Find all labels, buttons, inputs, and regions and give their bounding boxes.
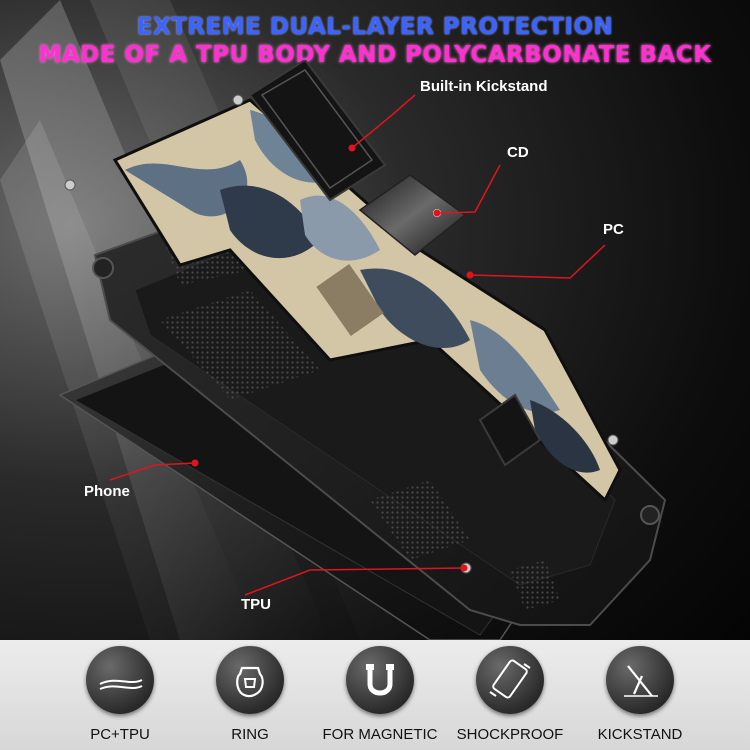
pc-callout-line [469,244,606,279]
kickstand-icon [606,646,674,714]
feature-magnetic: FOR MAGNETIC [310,646,450,743]
feature-kickstand: KICKSTAND [570,646,710,743]
kickstand-callout-line [351,94,416,149]
feature-label: FOR MAGNETIC [322,726,438,743]
callout-phone: Phone [84,483,130,500]
headline-line-1: EXTREME DUAL-LAYER PROTECTION [136,14,614,40]
magnet-icon [346,646,414,714]
kickstand-shape [248,60,542,467]
callout-pc: PC [603,221,624,238]
callout-kickstand: Built-in Kickstand [420,78,548,95]
cd-callout-line [436,164,501,214]
layers-icon [86,646,154,714]
phone-callout-line [109,462,196,481]
ring-icon [216,646,284,714]
feature-label: SHOCKPROOF [456,726,564,743]
feature-pc-tpu: PC+TPU [50,646,190,743]
callout-tpu: TPU [241,596,271,613]
feature-label: KICKSTAND [597,726,683,743]
tpu-callout-line [244,567,465,596]
feature-label: PC+TPU [90,726,150,743]
callout-cd: CD [507,144,529,161]
headline-line-2: MADE OF A TPU BODY AND POLYCARBONATE BAC… [38,42,712,68]
callout-lines [109,94,606,596]
tpu-frame [92,168,667,626]
feature-shockproof: SHOCKPROOF [440,646,580,743]
feature-label: RING [231,726,269,743]
feature-strip: PC+TPU RING FOR MAGNETIC [0,640,750,750]
phone-case-exploded-view [58,60,667,640]
feature-ring: RING [180,646,320,743]
shockproof-icon [476,646,544,714]
